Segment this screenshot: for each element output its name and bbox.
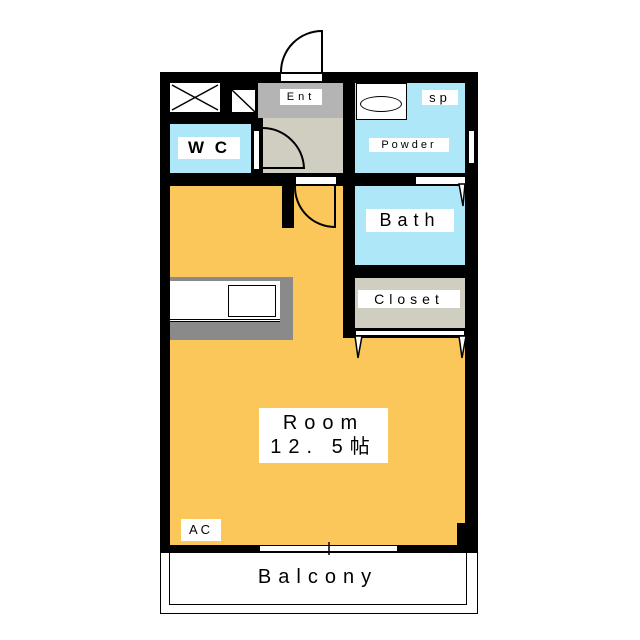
kitchen-sink [228, 285, 276, 317]
closet-door-right-icon [458, 335, 467, 359]
entrance-door-opening [281, 74, 322, 81]
wc-label: W C [178, 137, 240, 159]
room-name: Room [282, 412, 365, 434]
bath-door-icon [458, 183, 466, 207]
balcony-inner [169, 553, 467, 605]
balcony-label: Balcony [257, 566, 379, 588]
closet-door[interactable] [355, 330, 465, 336]
entrance-door-icon [280, 29, 323, 73]
main-room-corner [457, 338, 465, 523]
wc-door[interactable] [253, 130, 260, 170]
hall-door-opening [296, 177, 336, 184]
room-label: Room 12. 5帖 [259, 408, 388, 463]
ac-label: AC [188, 522, 214, 537]
ac-label-box [181, 519, 221, 541]
washbasin-bowl [360, 96, 402, 112]
room-size: 12. 5帖 [270, 436, 377, 458]
closet-door-left-icon [354, 335, 363, 359]
hall-door-icon [293, 185, 336, 229]
bath-door-opening [416, 177, 465, 184]
side-window [468, 130, 475, 164]
wall-stub [282, 186, 294, 228]
entrance-label: Ent [280, 89, 322, 105]
kitchen-counter [170, 281, 280, 322]
closet-label: Closet [358, 290, 460, 308]
sp-label: sp [422, 90, 458, 105]
bath-label: Bath [366, 209, 454, 232]
powder-label: Powder [369, 138, 449, 152]
balcony [160, 553, 478, 614]
wc-door-swing-icon [262, 127, 306, 169]
